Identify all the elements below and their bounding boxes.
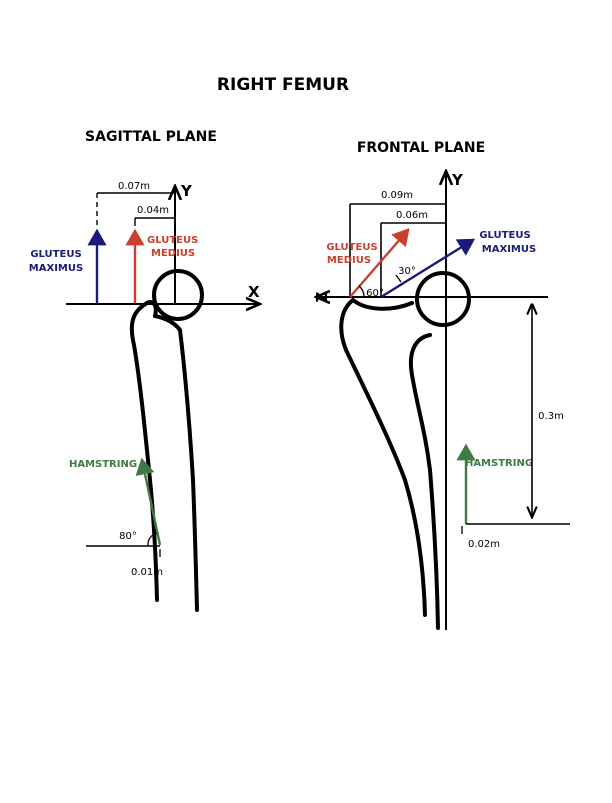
frontal-femoral-head: [415, 271, 471, 327]
frontal-hamstring-offset: 0.02m: [468, 539, 500, 550]
frontal-y-axis-label: Y: [451, 171, 464, 189]
sagittal-hamstring-angle: 80°: [119, 531, 137, 542]
sagittal-femur-shaft-back: [153, 314, 199, 612]
sagittal-x-axis-label: X: [248, 283, 260, 301]
frontal-heading: FRONTAL PLANE: [357, 140, 485, 156]
sagittal-dim-07-label: 0.07m: [118, 181, 150, 192]
frontal-femur-neck: [351, 298, 414, 311]
sagittal-angle-arc: [147, 532, 158, 547]
sagittal-hamstring-arrow: [135, 457, 162, 546]
frontal-height-label: 0.3m: [538, 411, 564, 422]
frontal-z-axis-label: Z: [313, 291, 331, 302]
frontal-hamstring-label: HAMSTRING: [465, 458, 533, 469]
sagittal-dim-04-label: 0.04m: [137, 205, 169, 216]
sagittal-gluteus-maximus-label-2: MAXIMUS: [29, 263, 83, 274]
sagittal-hamstring-label: HAMSTRING: [69, 459, 137, 470]
frontal-angle-30: 30°: [398, 266, 416, 277]
frontal-angle-30-arc: [398, 283, 403, 287]
sagittal-hamstring-offset: 0.01m: [131, 567, 163, 578]
sagittal-plane-diagram: SAGITTAL PLANE X Y 0.07m 0.04m GLUTEUS M…: [29, 129, 260, 612]
frontal-plane-diagram: FRONTAL PLANE Z Y 0.09m 0.06m GLUTEUS ME…: [313, 140, 570, 630]
frontal-angle-30-tick: [395, 274, 402, 283]
frontal-gluteus-medius-label-2: MEDIUS: [327, 255, 371, 266]
frontal-gluteus-medius-label-1: GLUTEUS: [326, 242, 377, 253]
sagittal-femoral-head: [152, 269, 204, 321]
sagittal-gluteus-maximus-label-1: GLUTEUS: [30, 249, 81, 260]
frontal-dim-06-label: 0.06m: [396, 210, 428, 221]
frontal-gluteus-maximus-label-2: MAXIMUS: [482, 244, 536, 255]
sagittal-femur-shaft: [129, 301, 159, 602]
frontal-femur-shaft-inner: [409, 333, 440, 630]
page-title: RIGHT FEMUR: [217, 75, 349, 95]
frontal-angle-60: 60°: [366, 288, 384, 299]
frontal-gluteus-maximus-arrow: [380, 238, 476, 299]
sagittal-gluteus-medius-label-1: GLUTEUS: [147, 235, 198, 246]
frontal-dim-09-label: 0.09m: [381, 190, 413, 201]
sagittal-y-axis-label: Y: [180, 182, 193, 200]
sagittal-gluteus-medius-label-2: MEDIUS: [151, 248, 195, 259]
frontal-angle-60-arc: [358, 285, 365, 298]
frontal-femur-shaft-outer: [339, 298, 427, 617]
sagittal-heading: SAGITTAL PLANE: [85, 129, 217, 145]
frontal-gluteus-maximus-label-1: GLUTEUS: [479, 230, 530, 241]
